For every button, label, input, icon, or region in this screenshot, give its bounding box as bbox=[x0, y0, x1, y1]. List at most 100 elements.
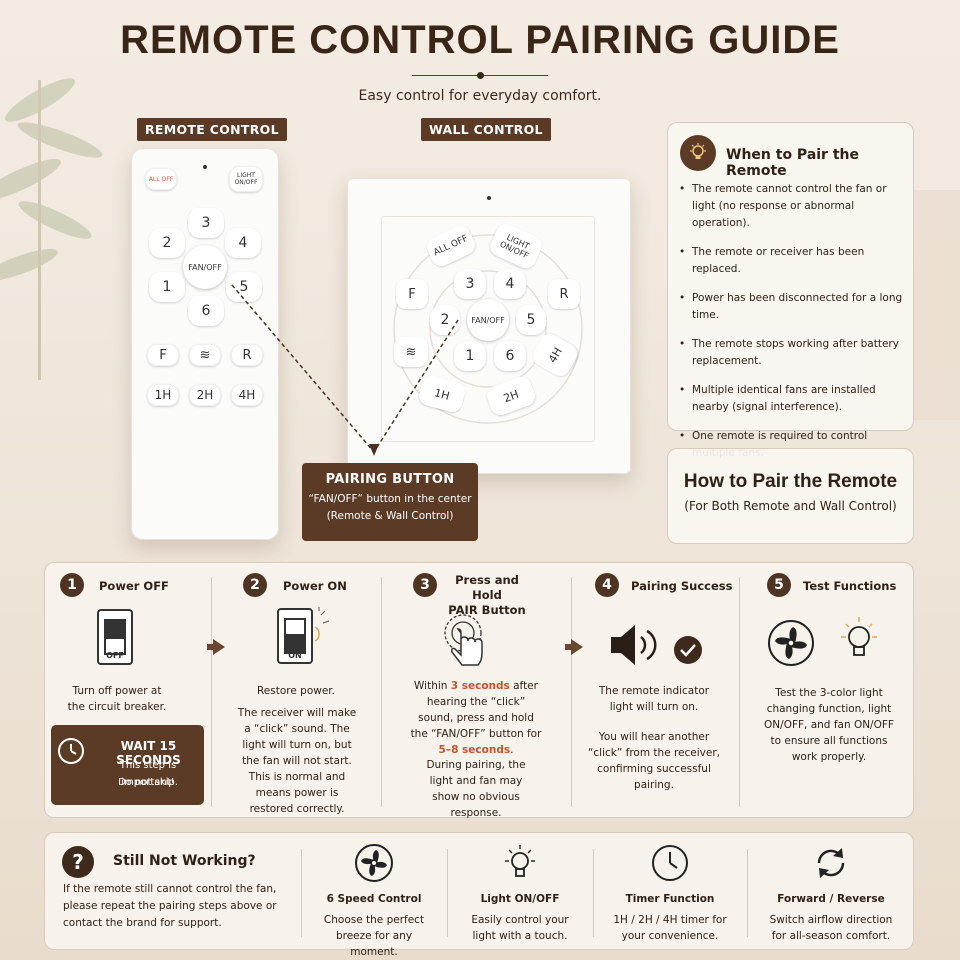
wall-speed-4[interactable]: 4 bbox=[494, 269, 526, 299]
step-3-text-part: Within bbox=[414, 680, 451, 692]
page-title: REMOTE CONTROL PAIRING GUIDE bbox=[120, 18, 840, 62]
wall-speed-5[interactable]: 5 bbox=[516, 305, 546, 335]
step-1-number: 1 bbox=[60, 573, 84, 597]
list-item: The remote or receiver has been replaced… bbox=[679, 244, 910, 278]
when-to-pair-title: When to Pair the Remote bbox=[726, 147, 859, 179]
question-icon: ? bbox=[62, 846, 94, 878]
page-subtitle: Easy control for everyday comfort. bbox=[358, 88, 602, 104]
lightbulb-icon bbox=[680, 135, 716, 171]
remote-control: ALL OFF LIGHT ON/OFF 3 4 5 6 1 2 FAN/OFF… bbox=[131, 148, 279, 540]
fan-icon bbox=[355, 844, 393, 882]
step-4-number: 4 bbox=[595, 573, 619, 597]
step-divider bbox=[571, 577, 572, 807]
feature-divider bbox=[593, 849, 594, 937]
remote-speed-6[interactable]: 6 bbox=[188, 296, 224, 326]
plant-decoration bbox=[0, 78, 103, 380]
wall-breeze-button[interactable]: ≋ bbox=[394, 337, 428, 367]
how-to-pair-panel: How to Pair the Remote (For Both Remote … bbox=[667, 448, 914, 544]
step-divider bbox=[739, 577, 740, 807]
remote-light-button[interactable]: LIGHT ON/OFF bbox=[229, 166, 263, 192]
feature-divider bbox=[447, 849, 448, 937]
feature-title: 6 Speed Control bbox=[326, 893, 422, 905]
remote-forward-button[interactable]: F bbox=[147, 344, 179, 366]
step-4: 4 Pairing Success The remote indicator l… bbox=[571, 563, 739, 819]
bulb-icon bbox=[505, 845, 535, 877]
step-4-text-2: You will hear another “click” from the r… bbox=[587, 731, 721, 791]
remote-speed-4[interactable]: 4 bbox=[225, 228, 261, 258]
step-3-title: Press and Hold PAIR Button bbox=[447, 573, 527, 618]
remote-reverse-button[interactable]: R bbox=[231, 344, 263, 366]
step-5: 5 Test Functions Test the 3-color light … bbox=[739, 563, 915, 819]
step-5-text: Test the 3-color light changing function… bbox=[764, 687, 894, 763]
step-arrow-stem bbox=[565, 644, 571, 650]
svg-text:?: ? bbox=[72, 850, 84, 874]
clock-icon bbox=[58, 738, 84, 764]
how-to-pair-title: How to Pair the Remote bbox=[683, 471, 898, 492]
step-divider bbox=[381, 577, 382, 807]
remote-speed-2[interactable]: 2 bbox=[149, 228, 185, 258]
step-divider bbox=[211, 577, 212, 807]
feature-divider bbox=[747, 849, 748, 937]
feature-light-on-off: Light ON/OFF Easily control your light w… bbox=[447, 833, 593, 951]
list-item: Multiple identical fans are installed ne… bbox=[679, 382, 910, 416]
wall-fan-off-button[interactable]: FAN/OFF bbox=[467, 299, 509, 341]
step-3-number: 3 bbox=[413, 573, 437, 597]
remote-timer-2h-button[interactable]: 2H bbox=[189, 384, 221, 406]
wall-speed-1[interactable]: 1 bbox=[454, 341, 486, 371]
feature-title: Forward / Reverse bbox=[777, 893, 885, 905]
feature-title: Timer Function bbox=[625, 893, 715, 905]
remote-speed-3[interactable]: 3 bbox=[188, 208, 224, 238]
switch-on-label: ON bbox=[288, 651, 302, 660]
pairing-steps-panel: 1 Power OFF OFF Turn off power at the ci… bbox=[44, 562, 915, 819]
step-5-number: 5 bbox=[767, 573, 791, 597]
when-to-pair-list: The remote cannot control the fan or lig… bbox=[679, 181, 910, 474]
fan-icon bbox=[768, 620, 814, 666]
feature-timer: Timer Function 1H / 2H / 4H timer for yo… bbox=[593, 833, 747, 951]
power-switch-on-icon bbox=[277, 607, 330, 664]
remote-all-off-button[interactable]: ALL OFF bbox=[145, 168, 177, 190]
remote-breeze-button[interactable]: ≋ bbox=[189, 344, 221, 366]
remote-fan-off-button[interactable]: FAN/OFF bbox=[183, 245, 227, 289]
pairing-button-line1: “FAN/OFF” button in the center bbox=[308, 493, 472, 505]
wall-speed-3[interactable]: 3 bbox=[454, 269, 486, 299]
step-5-title: Test Functions bbox=[803, 579, 897, 593]
step-2-number: 2 bbox=[243, 573, 267, 597]
wall-ring-outline bbox=[393, 234, 583, 424]
feature-speed-control: 6 Speed Control Choose the perfect breez… bbox=[301, 833, 447, 958]
remote-indicator-led bbox=[203, 165, 207, 169]
wait-title: WAIT 15 SECONDS bbox=[116, 739, 181, 767]
feature-text: Switch airflow direction for all-season … bbox=[769, 914, 893, 942]
clock-icon bbox=[652, 845, 688, 881]
step-arrow-icon bbox=[571, 639, 583, 655]
step-4-text-1: The remote indicator light will turn on. bbox=[598, 685, 710, 713]
step-3-text-1: Within 3 seconds after hearing the “clic… bbox=[409, 678, 543, 758]
wait-callout: WAIT 15 SECONDS This step is important! … bbox=[51, 725, 204, 805]
step-2-text-1: Restore power. bbox=[256, 685, 335, 697]
support-panel: ? Still Not Working? If the remote still… bbox=[44, 832, 914, 958]
step-2-text-2: The receiver will make a “click” sound. … bbox=[237, 707, 357, 815]
step-3-text-2: During pairing, the light and fan may sh… bbox=[426, 759, 526, 819]
remote-speed-5[interactable]: 5 bbox=[226, 272, 262, 302]
power-switch-off-icon bbox=[97, 609, 133, 665]
still-not-working-text: If the remote still cannot control the f… bbox=[63, 883, 277, 929]
feature-title: Light ON/OFF bbox=[480, 893, 560, 905]
wall-control-tag: WALL CONTROL bbox=[421, 118, 551, 141]
switch-off-label: OFF bbox=[106, 651, 124, 660]
remote-timer-1h-button[interactable]: 1H bbox=[147, 384, 179, 406]
remote-speed-1[interactable]: 1 bbox=[149, 272, 185, 302]
wall-control-face: ALL OFF LIGHT ON/OFF F R ≋ 1H 2H 4H 3 4 … bbox=[381, 216, 595, 442]
feature-text: Easily control your light with a touch. bbox=[471, 914, 569, 942]
pairing-button-line2: (Remote & Wall Control) bbox=[326, 510, 454, 522]
wall-speed-6[interactable]: 6 bbox=[494, 341, 526, 371]
step-1: 1 Power OFF OFF Turn off power at the ci… bbox=[45, 563, 211, 819]
wall-reverse-button[interactable]: R bbox=[548, 279, 580, 309]
list-item: The remote cannot control the fan or lig… bbox=[679, 181, 910, 232]
pairing-button-title: PAIRING BUTTON bbox=[325, 472, 455, 487]
remote-timer-4h-button[interactable]: 4H bbox=[231, 384, 263, 406]
wall-speed-2[interactable]: 2 bbox=[430, 305, 460, 335]
title-divider-dot bbox=[477, 72, 484, 79]
list-item: The remote stops working after battery r… bbox=[679, 336, 910, 370]
wall-forward-button[interactable]: F bbox=[396, 279, 428, 309]
step-4-title: Pairing Success bbox=[631, 579, 733, 593]
pairing-button-callout: PAIRING BUTTON “FAN/OFF” button in the c… bbox=[302, 463, 478, 541]
